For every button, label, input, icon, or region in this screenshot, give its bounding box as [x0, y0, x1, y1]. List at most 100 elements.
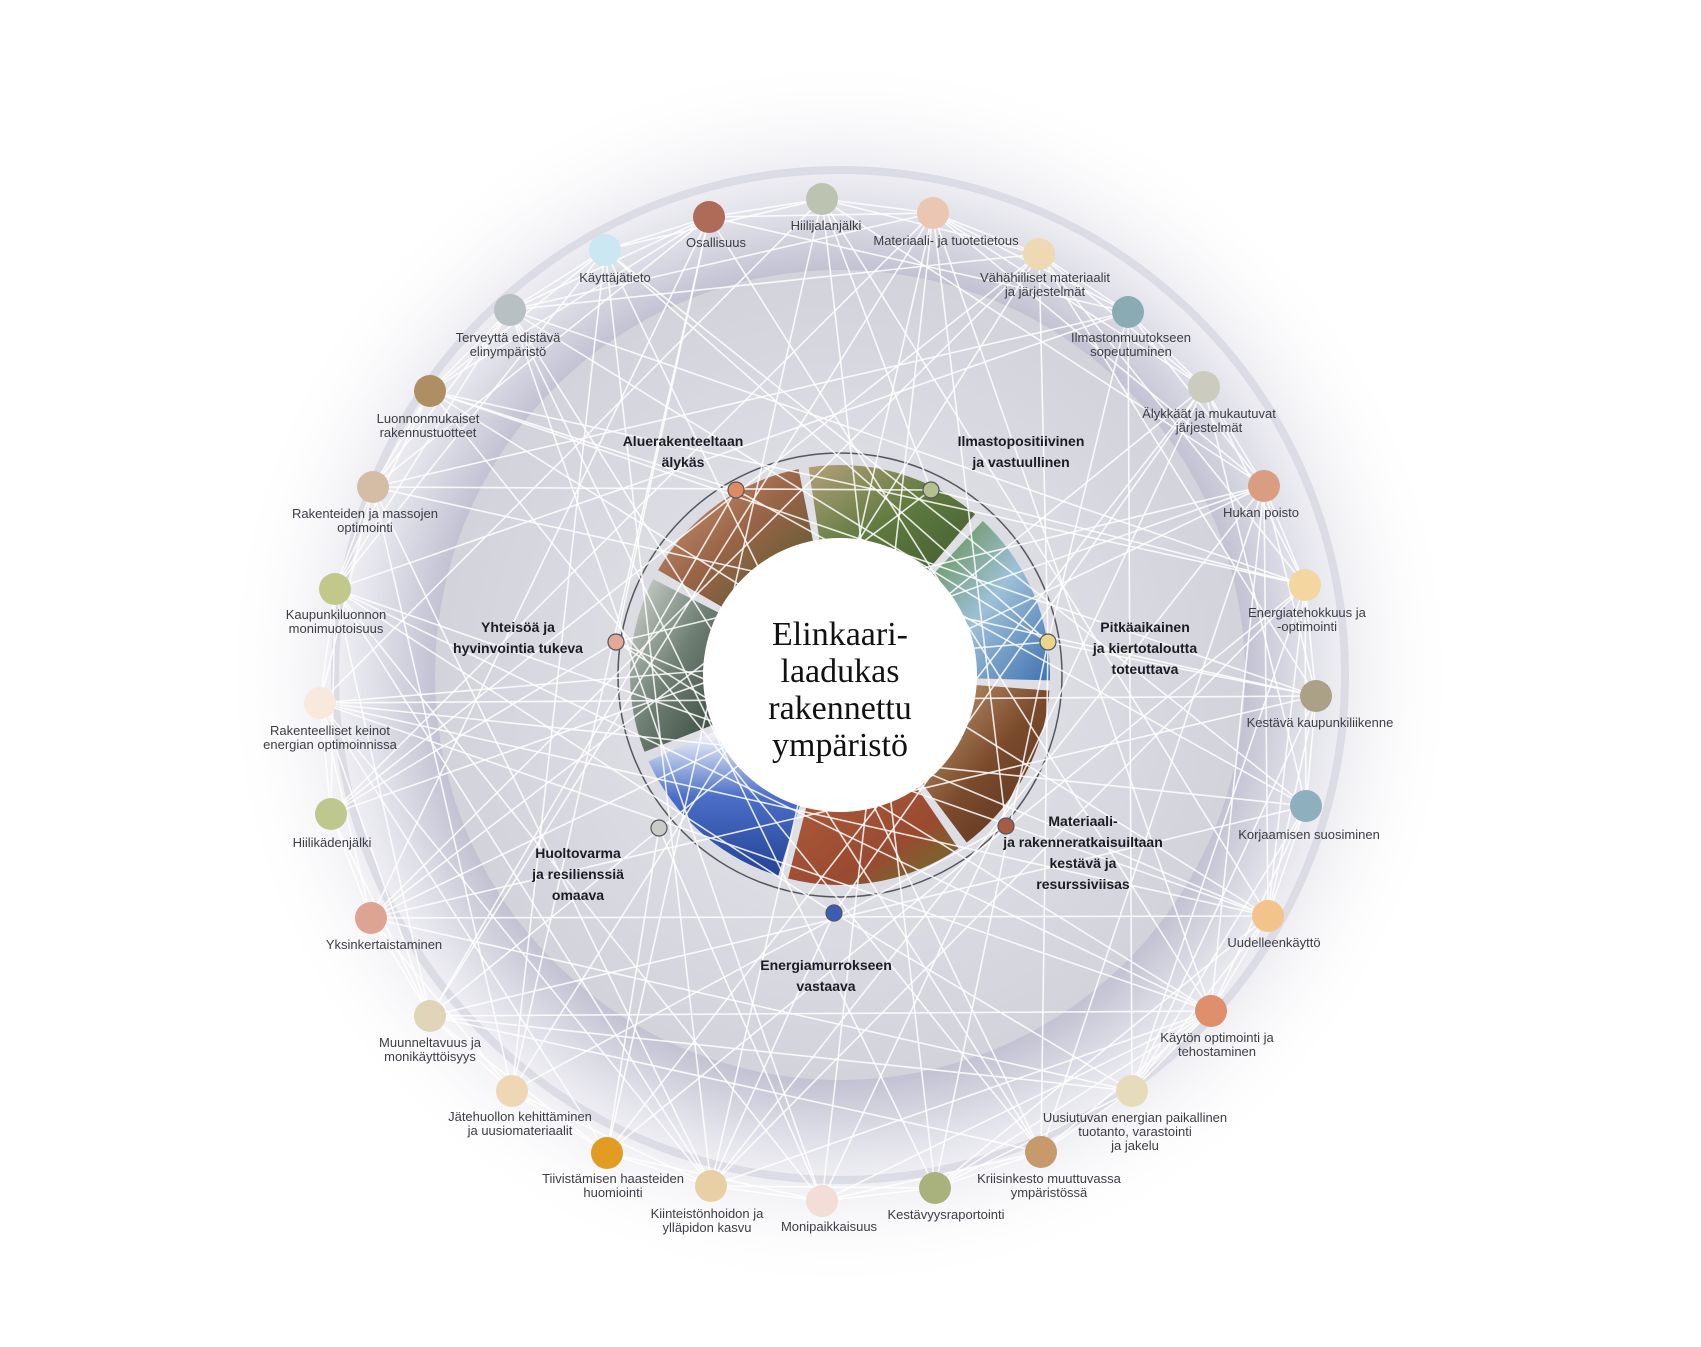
network-line — [370, 917, 1133, 1092]
topic-dot — [589, 234, 621, 266]
network-line — [833, 386, 1205, 914]
topic-dot — [1025, 1136, 1057, 1168]
network-line — [1127, 311, 1133, 1092]
network-line — [710, 1010, 1212, 1187]
network-line — [429, 805, 1307, 1017]
network-line — [821, 1187, 936, 1202]
network-line — [509, 309, 823, 1202]
network-line — [511, 825, 1007, 1092]
network-line — [334, 309, 511, 590]
network-line — [1047, 641, 1317, 697]
network-line — [1210, 915, 1269, 1012]
network-line — [1203, 386, 1307, 807]
network-line — [1131, 805, 1307, 1092]
network-line — [509, 253, 1040, 311]
network-line — [429, 1015, 1042, 1153]
network-line — [509, 309, 1049, 643]
network-line — [429, 309, 511, 392]
topic-dot — [1300, 680, 1332, 712]
topic-dot — [357, 471, 389, 503]
network-line — [932, 212, 1040, 255]
theme-label: Energiamurrokseen vastaava — [760, 957, 892, 994]
network-line — [429, 489, 737, 1017]
network-line — [1047, 311, 1129, 643]
network-line — [372, 390, 431, 488]
network-line — [319, 588, 336, 704]
network-line — [604, 216, 710, 251]
network-line — [319, 702, 712, 1187]
theme-dot — [607, 633, 625, 651]
hands-photo — [653, 465, 815, 611]
network-line — [429, 390, 1306, 586]
network-line — [606, 827, 660, 1154]
topic-dot — [1188, 371, 1220, 403]
network-line — [334, 249, 606, 590]
network-line — [319, 702, 431, 1017]
network-line — [1263, 485, 1306, 586]
network-line — [1127, 311, 1205, 388]
topic-dot — [319, 573, 351, 605]
topic-dot — [494, 294, 526, 326]
network-line — [334, 311, 1129, 590]
network-line — [1131, 695, 1317, 1092]
topic-dot — [1023, 238, 1055, 270]
network-line — [658, 827, 823, 1202]
network-line — [710, 912, 835, 1187]
theme-dot — [1039, 633, 1057, 651]
network-line — [604, 249, 712, 1187]
network-line — [370, 915, 1269, 919]
photo-ring-border — [617, 452, 1063, 898]
network-line — [821, 198, 1269, 917]
network-line — [511, 249, 606, 1092]
network-line — [708, 216, 1129, 313]
network-line — [330, 813, 372, 919]
network-line — [370, 253, 1040, 919]
network-line — [509, 309, 1306, 586]
network-line — [708, 198, 823, 218]
theme-label: Pitkäaikainen ja kiertotaloutta toteutta… — [1092, 619, 1198, 677]
network-line — [372, 486, 712, 1187]
network-line — [934, 1151, 1042, 1189]
network-line — [606, 584, 1306, 1154]
network-line — [319, 702, 1212, 1012]
network-line — [1040, 1090, 1133, 1153]
network-line — [334, 588, 712, 1187]
network-line — [606, 1152, 712, 1187]
network-line — [1203, 386, 1265, 487]
topic-dot — [693, 201, 725, 233]
topic-dot — [1248, 470, 1280, 502]
network-line — [1038, 253, 1049, 643]
theme-dot — [650, 819, 668, 837]
network-line — [511, 1090, 608, 1154]
topic-dot — [1116, 1075, 1148, 1107]
theme-label: Huoltovarma ja resilienssiä omaava — [532, 845, 624, 903]
network-line — [330, 253, 1040, 815]
topic-dot — [1195, 995, 1227, 1027]
theme-label: Materiaali- ja rakenneratkaisuiltaan kes… — [1003, 813, 1163, 892]
network-line — [429, 1015, 513, 1092]
theme-label: Yhteisöä ja hyvinvointia tukeva — [453, 619, 583, 656]
network-line — [821, 198, 1265, 487]
network-line — [604, 249, 1307, 807]
network-line — [934, 915, 1269, 1189]
network-line — [932, 212, 1007, 827]
network-line — [1267, 805, 1307, 917]
network-line — [372, 311, 1129, 488]
theme-dot — [727, 481, 745, 499]
network-line — [1304, 584, 1317, 697]
network-line — [334, 588, 1212, 1012]
outer-ring — [331, 166, 1349, 1184]
network-line — [710, 1185, 823, 1202]
network-line — [932, 212, 1265, 487]
glass-globe-photo — [928, 517, 1050, 681]
network-line — [934, 1010, 1212, 1189]
theme-dot — [825, 904, 843, 922]
network-line — [509, 309, 936, 1189]
theme-label: Ilmastopositiivinen ja vastuullinen — [957, 433, 1085, 470]
network-line — [934, 641, 1049, 1189]
network-line — [1267, 584, 1306, 917]
network-line — [334, 588, 431, 1017]
node-dots — [304, 183, 1332, 1217]
network-line — [372, 486, 513, 1092]
